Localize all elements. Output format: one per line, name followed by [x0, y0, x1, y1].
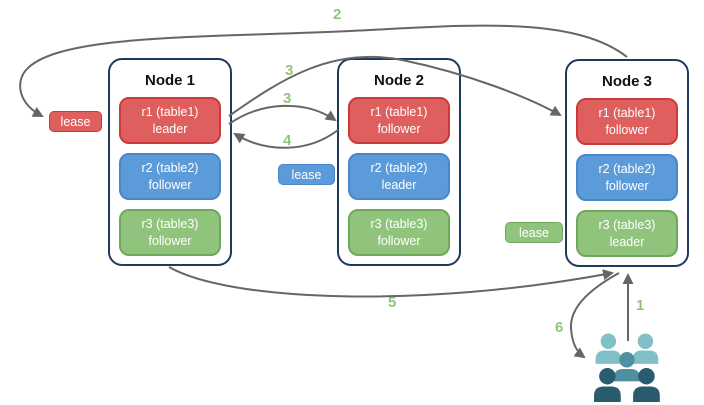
- lease-label-red: lease: [49, 111, 102, 132]
- node-1: Node 1 r1 (table1) leader r2 (table2) fo…: [108, 58, 232, 266]
- flow-step-4-label: 4: [283, 132, 292, 149]
- replica-name: r2 (table2): [598, 162, 656, 177]
- replica-role: follower: [148, 233, 192, 248]
- lease-label-blue: lease: [278, 164, 335, 185]
- replica-name: r3 (table3): [370, 217, 428, 232]
- replica-role: leader: [381, 177, 417, 192]
- flow-step-5-label: 5: [388, 294, 397, 311]
- replica-role: follower: [148, 177, 192, 192]
- replica-name: r2 (table2): [141, 161, 199, 176]
- replica-name: r1 (table1): [370, 105, 428, 120]
- node-3-replica-r1: r1 (table1) follower: [576, 98, 678, 145]
- replica-name: r3 (table3): [141, 217, 199, 232]
- replica-name: r3 (table3): [598, 218, 656, 233]
- node-2-title: Node 2: [373, 72, 424, 89]
- replica-name: r2 (table2): [370, 161, 428, 176]
- node-3-replica-r3: r3 (table3) leader: [576, 210, 678, 257]
- replica-role: follower: [377, 121, 421, 136]
- replica-role: follower: [605, 178, 649, 193]
- replica-role: follower: [377, 233, 421, 248]
- replica-role: leader: [152, 121, 188, 136]
- users-group-icon: [594, 333, 660, 402]
- node-1-replica-r1: r1 (table1) leader: [119, 97, 221, 144]
- flow-step-2-label: 2: [333, 6, 342, 23]
- replica-role: leader: [609, 234, 645, 249]
- replica-name: r1 (table1): [141, 105, 199, 120]
- node-2: Node 2 r1 (table1) follower r2 (table2) …: [337, 58, 461, 266]
- node-1-replica-r3: r3 (table3) follower: [119, 209, 221, 256]
- node-3-replica-r2: r2 (table2) follower: [576, 154, 678, 201]
- lease-label-green: lease: [505, 222, 563, 243]
- arrow-step3-to-node2: [228, 104, 337, 125]
- arrow-step5: [168, 266, 615, 298]
- flow-step-1-label: 1: [636, 297, 645, 314]
- replica-role: follower: [605, 122, 649, 137]
- flow-step-3b-label: 3: [283, 90, 292, 107]
- node-2-replica-r2: r2 (table2) leader: [348, 153, 450, 200]
- node-2-replica-r1: r1 (table1) follower: [348, 97, 450, 144]
- node-1-title: Node 1: [144, 72, 195, 89]
- replica-name: r1 (table1): [598, 106, 656, 121]
- flow-step-6-label: 6: [555, 319, 564, 336]
- node-2-replica-r3: r3 (table3) follower: [348, 209, 450, 256]
- node-1-replica-r2: r2 (table2) follower: [119, 153, 221, 200]
- node-3: Node 3 r1 (table1) follower r2 (table2) …: [565, 59, 689, 267]
- node-3-title: Node 3: [601, 73, 652, 90]
- flow-step-3a-label: 3: [285, 62, 294, 79]
